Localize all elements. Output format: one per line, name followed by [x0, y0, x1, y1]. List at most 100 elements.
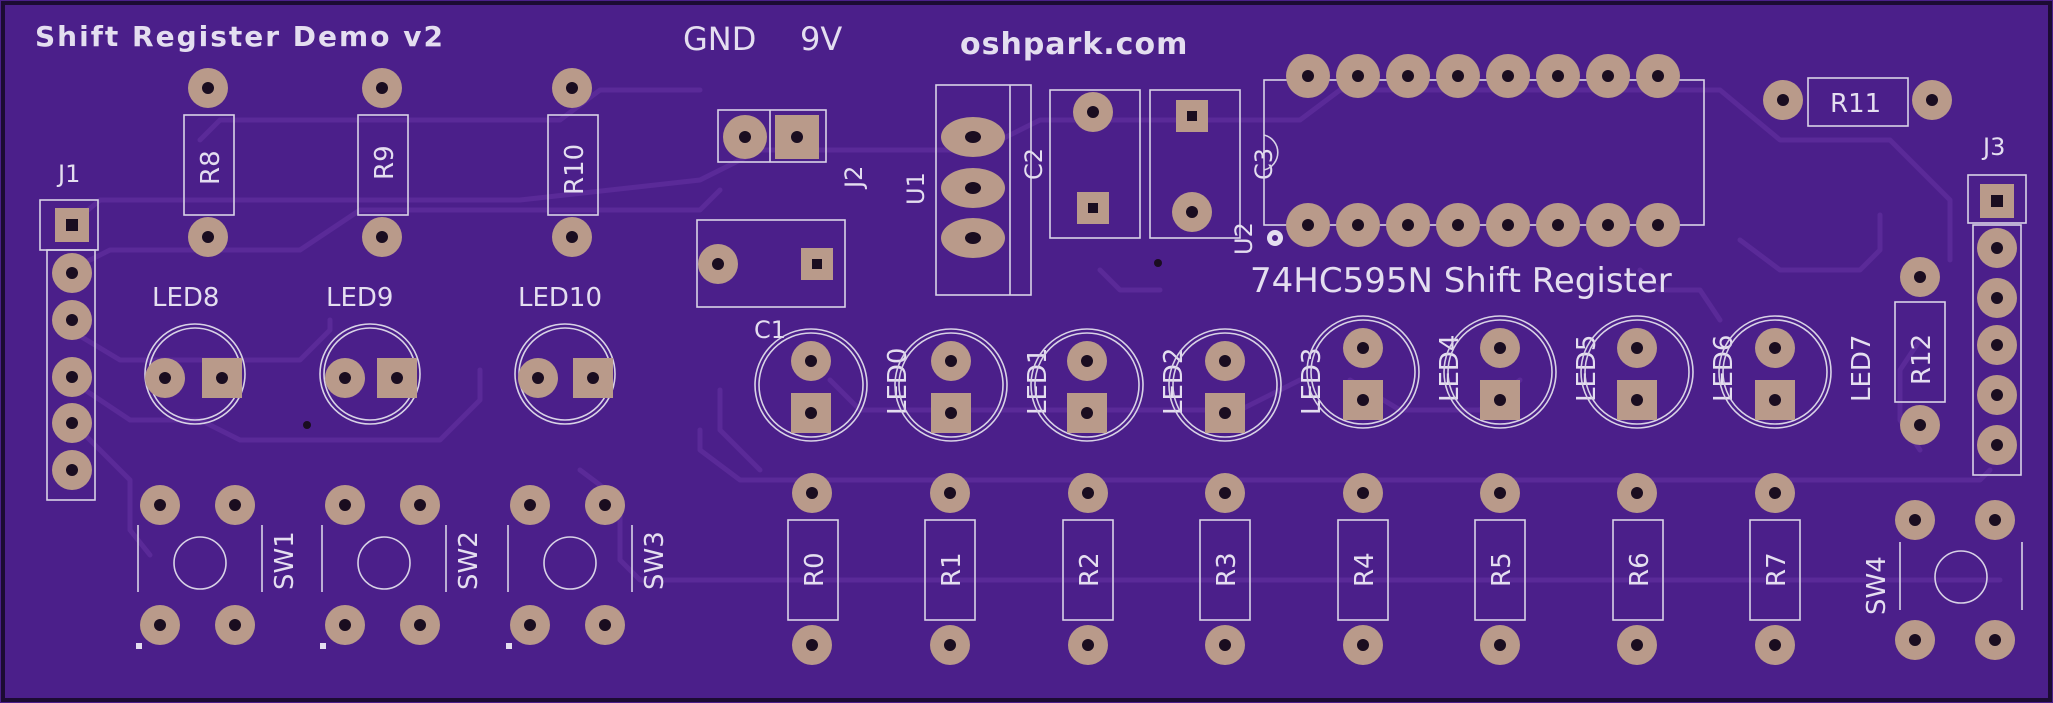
resistor-r4: R4 — [1337, 519, 1389, 621]
drill-hole — [1652, 219, 1664, 231]
drill-hole — [216, 372, 228, 384]
resistor-r10: R10 — [547, 114, 599, 216]
drill-hole — [1991, 389, 2003, 401]
label-r5: R5 — [1487, 552, 1517, 587]
drill-hole — [1352, 219, 1364, 231]
drill-hole — [1219, 355, 1231, 367]
drill-hole — [791, 131, 803, 143]
drill-hole — [1357, 342, 1369, 354]
drill-hole — [524, 619, 536, 631]
resistor-r1: R1 — [924, 519, 976, 621]
connector-j3: J3 — [1967, 133, 2027, 476]
drill-hole — [229, 619, 241, 631]
drill-hole — [1926, 94, 1938, 106]
drill-hole — [945, 355, 957, 367]
label-r6: R6 — [1625, 552, 1655, 587]
drill-hole — [1452, 219, 1464, 231]
label-r0: R0 — [800, 552, 830, 587]
drill-hole — [532, 372, 544, 384]
drill-hole — [1352, 70, 1364, 82]
drill-hole — [229, 499, 241, 511]
switch-sw1: SW1 — [136, 525, 300, 649]
drill-hole — [1602, 70, 1614, 82]
drill-hole — [1602, 219, 1614, 231]
drill-hole — [944, 639, 956, 651]
led-led7: LED7 — [1718, 315, 1877, 429]
label-c1: C1 — [754, 316, 786, 344]
label-u1: U1 — [902, 172, 930, 205]
drill-hole — [806, 639, 818, 651]
drill-hole — [1552, 70, 1564, 82]
label-r1: R1 — [937, 552, 967, 587]
drill-hole — [202, 82, 214, 94]
drill-hole — [965, 232, 981, 244]
drill-hole — [202, 231, 214, 243]
drill-hole — [1402, 219, 1414, 231]
board-title: Shift Register Demo v2 — [35, 20, 445, 53]
drill-hole — [1631, 487, 1643, 499]
drill-hole — [1402, 70, 1414, 82]
drill-hole — [1357, 394, 1369, 406]
drill-hole — [339, 619, 351, 631]
drill-hole — [1494, 394, 1506, 406]
drill-hole — [1652, 70, 1664, 82]
drill-hole — [1769, 342, 1781, 354]
led-led2: LED2 — [1030, 328, 1189, 442]
drill-hole — [1631, 342, 1643, 354]
resistor-r7: R7 — [1749, 519, 1801, 621]
drill-hole — [1552, 219, 1564, 231]
label-led5: LED5 — [1572, 335, 1602, 402]
led-led6: LED6 — [1580, 315, 1739, 429]
website-label: oshpark.com — [960, 27, 1188, 62]
resistor-r8: R8 — [183, 114, 235, 216]
drill-hole — [391, 372, 403, 384]
shift-register-u2: U2 74HC595N Shift Register — [1230, 79, 1705, 301]
via — [1154, 259, 1162, 267]
drill-hole — [524, 499, 536, 511]
drill-hole — [66, 464, 78, 476]
drill-hole — [154, 619, 166, 631]
drill-hole — [1769, 639, 1781, 651]
drill-hole — [1909, 514, 1921, 526]
drill-hole — [805, 355, 817, 367]
drill-hole — [1452, 70, 1464, 82]
led-led9: LED9 — [319, 283, 421, 425]
drill-hole — [376, 231, 388, 243]
drill-hole — [587, 372, 599, 384]
resistor-r3: R3 — [1199, 519, 1251, 621]
label-r11: R11 — [1830, 89, 1881, 119]
gnd-label: GND — [683, 20, 756, 58]
label-sw4: SW4 — [1862, 556, 1892, 615]
drill-hole — [1631, 639, 1643, 651]
drill-hole — [566, 231, 578, 243]
voltage-label: 9V — [800, 20, 842, 58]
label-led9: LED9 — [326, 283, 393, 313]
label-r9: R9 — [370, 145, 400, 180]
drill-hole — [945, 407, 957, 419]
via — [303, 421, 311, 429]
label-r3: R3 — [1212, 552, 1242, 587]
drill-hole — [599, 619, 611, 631]
label-r2: R2 — [1075, 552, 1105, 587]
drill-hole — [1087, 106, 1099, 118]
label-led7: LED7 — [1847, 335, 1877, 402]
label-r8: R8 — [196, 150, 226, 185]
label-j2: J2 — [840, 166, 868, 190]
label-j1: J1 — [56, 160, 80, 188]
label-r7: R7 — [1762, 552, 1792, 587]
switch-sw3: SW3 — [506, 525, 670, 649]
drill-hole — [414, 619, 426, 631]
drill-hole — [965, 131, 981, 143]
connector-j2: J2 — [717, 109, 868, 190]
drill-hole — [66, 314, 78, 326]
drill-hole — [712, 258, 724, 270]
drill-hole — [739, 131, 751, 143]
drill-hole — [806, 487, 818, 499]
label-sw2: SW2 — [454, 531, 484, 590]
drill-hole — [1081, 407, 1093, 419]
label-c2: C2 — [1020, 148, 1048, 180]
switch-sw4: SW4 — [1862, 542, 2023, 615]
drill-hole — [414, 499, 426, 511]
label-led6: LED6 — [1709, 335, 1739, 402]
